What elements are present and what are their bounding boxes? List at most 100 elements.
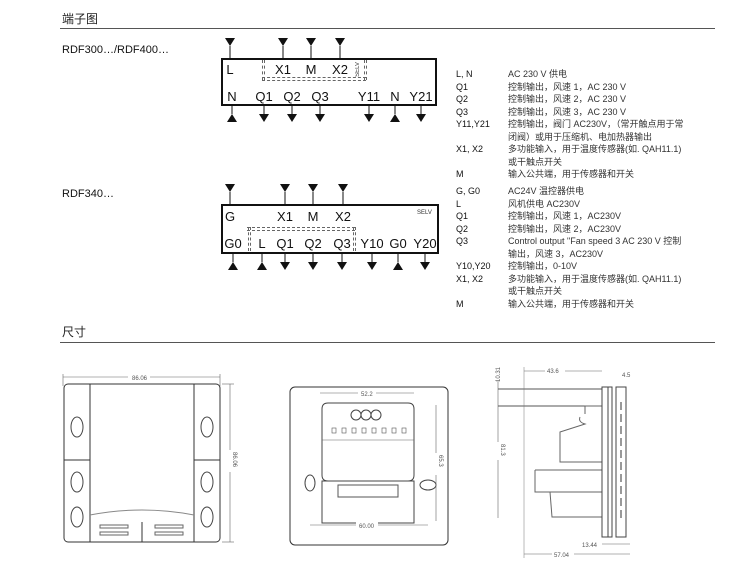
arrow-stem [229, 46, 231, 58]
terminal-block-1 [221, 58, 437, 106]
legend-key: Y11,Y21 [456, 119, 490, 129]
terminal-X2: X2 [332, 62, 348, 77]
legend-key: M [456, 298, 464, 309]
side-front-plate-dim: 4.5 [622, 373, 631, 379]
terminal-Y21: Y21 [409, 89, 433, 104]
terminal-Q1: Q1 [255, 89, 273, 104]
terminal-Q2: Q2 [283, 89, 301, 104]
terminal-M: M [305, 62, 317, 77]
legend-value: 风机供电 AC230V [508, 198, 581, 209]
legend-value: 输入公共端，用于传感器和开关 [508, 169, 635, 179]
arrow-down-icon [335, 38, 345, 46]
terminal-X1: X1 [277, 209, 293, 224]
selv-boundary [355, 227, 356, 251]
legend-key: L [456, 198, 462, 209]
terminal-L: L [258, 236, 266, 251]
side-view-drawing: 43.6 4.5 10.31 81.3 13.44 57.04 [494, 366, 631, 559]
legend-row: Q3 控制输出，风速 3，AC 230 V [456, 106, 688, 119]
terminal-Q1: Q1 [276, 236, 294, 251]
arrow-down-icon [278, 38, 288, 46]
arrow-down-icon [338, 184, 348, 192]
arrow-stem [312, 192, 314, 204]
legend-key: Q2 [456, 94, 469, 104]
terminal-Y11: Y11 [357, 89, 381, 104]
arrow-stem [284, 192, 286, 204]
legend-value: 控制输出，0-10V [508, 261, 578, 271]
terminal-L: L [226, 62, 234, 77]
selv-boundary [262, 60, 263, 80]
arrow-down-icon [225, 184, 235, 192]
selv-boundary [262, 80, 366, 81]
selv-boundary [366, 60, 367, 80]
arrow-down-icon [259, 114, 269, 122]
arrow-up-icon [228, 262, 238, 270]
arrow-stem [368, 106, 370, 114]
terminal-block-2 [221, 204, 439, 254]
section-divider [60, 342, 715, 343]
legend-value: AC24V 温控器供电 [508, 186, 585, 196]
terminal-X2: X2 [335, 209, 351, 224]
block2-model-label: RDF340… [62, 188, 114, 200]
arrow-stem [231, 106, 233, 114]
arrow-up-icon [393, 262, 403, 270]
terminal-Q3: Q3 [333, 236, 351, 251]
legend-key: Q3 [456, 106, 469, 117]
side-top-offset-dim: 10.31 [496, 366, 502, 382]
legend-value: 控制输出，风速 2，AC 230 V [508, 94, 627, 104]
arrow-down-icon [308, 262, 318, 270]
terminal-G0-2: G0 [389, 236, 407, 251]
legend-key: X1, X2 [456, 144, 484, 154]
terminal-X1: X1 [275, 62, 291, 77]
side-height-dim: 81.3 [499, 444, 505, 456]
arrow-stem [424, 254, 426, 262]
legend-key: L, N [456, 69, 473, 79]
arrow-stem [284, 254, 286, 262]
arrow-stem [341, 254, 343, 262]
legend-key: Q3 [456, 236, 469, 246]
terminal-Q2: Q2 [304, 236, 322, 251]
legend-row: X1, X2 多功能输入，用于温度传感器(如. QAH11.1) 或干触点开关 [456, 273, 688, 298]
arrow-stem [229, 192, 231, 204]
terminal-N: N [227, 89, 237, 104]
back-bottom-width-dim: 60.00 [359, 524, 375, 530]
arrow-stem [263, 106, 265, 114]
arrow-stem [310, 46, 312, 58]
back-height-dim: 65.3 [437, 455, 443, 467]
legend-value: 控制输出，风速 2，AC230V [508, 223, 622, 234]
terminal-Q3: Q3 [311, 89, 329, 104]
front-width-dim: 86.06 [132, 376, 148, 382]
selv-boundary [250, 227, 251, 251]
legend-key: Q1 [456, 81, 469, 92]
dimensions-section-title: 尺寸 [62, 325, 87, 339]
arrow-stem [394, 106, 396, 114]
arrow-up-icon [257, 262, 267, 270]
legend-value: 多功能输入，用于温度传感器(如. QAH11.1) 或干触点开关 [508, 273, 682, 297]
arrow-down-icon [416, 114, 426, 122]
terminal-N2: N [390, 89, 400, 104]
legend-value: 控制输出，风速 3，AC 230 V [508, 106, 627, 117]
selv-boundary [248, 227, 249, 251]
back-top-width-dim: 52.2 [361, 392, 373, 398]
arrow-down-icon [287, 114, 297, 122]
terminal-M: M [307, 209, 319, 224]
arrow-down-icon [225, 38, 235, 46]
legend-key: Q1 [456, 211, 469, 221]
arrow-stem [420, 106, 422, 114]
front-height-dim: 86.06 [231, 452, 237, 468]
legend-key: X1, X2 [456, 273, 484, 284]
terminal-G: G [224, 209, 236, 224]
terminal-Y10: Y10 [360, 236, 384, 251]
side-body-depth-dim: 43.6 [547, 369, 559, 375]
front-view-drawing: 86.06 86.06 [62, 373, 237, 543]
section-divider [60, 28, 715, 29]
